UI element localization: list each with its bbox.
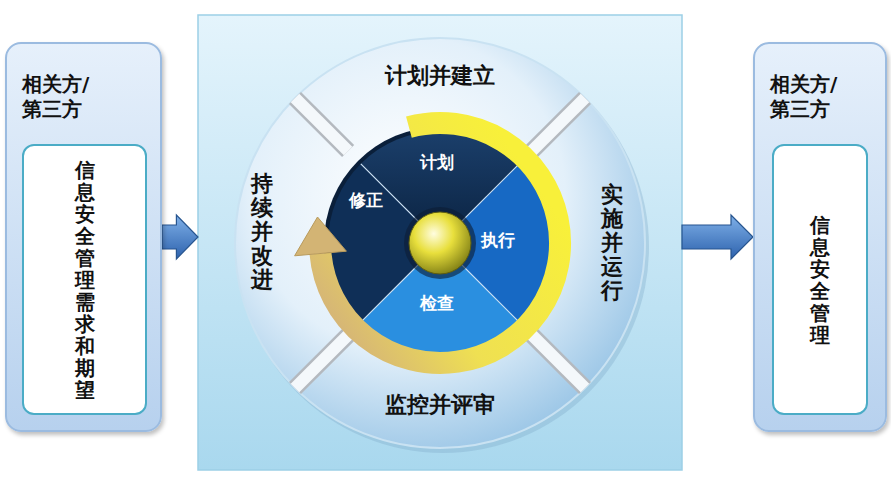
panel-heading: 相关方/ 第三方 [770,72,850,122]
node-label: 计划 [420,151,454,174]
outer-ring [235,38,645,448]
panel-heading: 相关方/ 第三方 [22,72,102,122]
cycle-arrow-band [321,123,561,363]
node-label: 信息安全管理 [810,214,830,346]
node-label: 执行 [481,229,515,252]
separator [295,335,348,388]
separator [532,98,585,151]
separator [532,98,585,151]
node-label: 检查 [420,292,454,315]
ring-segment: 持续并改进 [245,166,279,299]
node-label: 监控并评审 [385,390,495,420]
stakeholder-panel: 相关方/ 第三方信息安全管理需求和期望 [5,42,162,432]
quadrant-divider [361,164,519,322]
requirement-box: 信息安全管理需求和期望 [22,144,147,415]
node-label: 实施并运行 [601,183,623,304]
center-ball [409,212,471,274]
separator [532,335,585,388]
cycle-arrow-head [295,217,347,256]
node-label: 修正 [349,189,383,212]
ball-shadow [404,207,476,279]
ring-separators [295,98,585,388]
node-label: 持续并改进 [251,172,273,293]
separator [295,335,348,388]
block-arrow [162,215,198,259]
separator [295,98,348,151]
quadrant-divider [361,164,519,322]
ring-segment: 实施并运行 [595,177,629,310]
block-arrow [682,215,753,259]
center-panel-ground [198,15,682,470]
management-box: 信息安全管理 [772,144,868,415]
pdca-quadrant: 执行 [475,223,521,258]
node-label: 信息安全管理需求和期望 [75,159,95,401]
ring-segment: 监控并评审 [379,384,501,426]
node-label: 计划并建立 [385,61,495,91]
separator [532,335,585,388]
separator [295,98,348,151]
pdca-quadrant: 修正 [343,183,389,218]
pdca-quadrant: 检查 [414,286,460,321]
pdca-panel: 计划并建立实施并运行监控并评审 持续并改进 计划执行检查 修正 [198,15,682,470]
pdca-quadrant: 计划 [414,145,460,180]
stakeholder-panel: 相关方/ 第三方信息安全管理 [753,42,887,432]
ring-segment: 计划并建立 [379,55,501,97]
